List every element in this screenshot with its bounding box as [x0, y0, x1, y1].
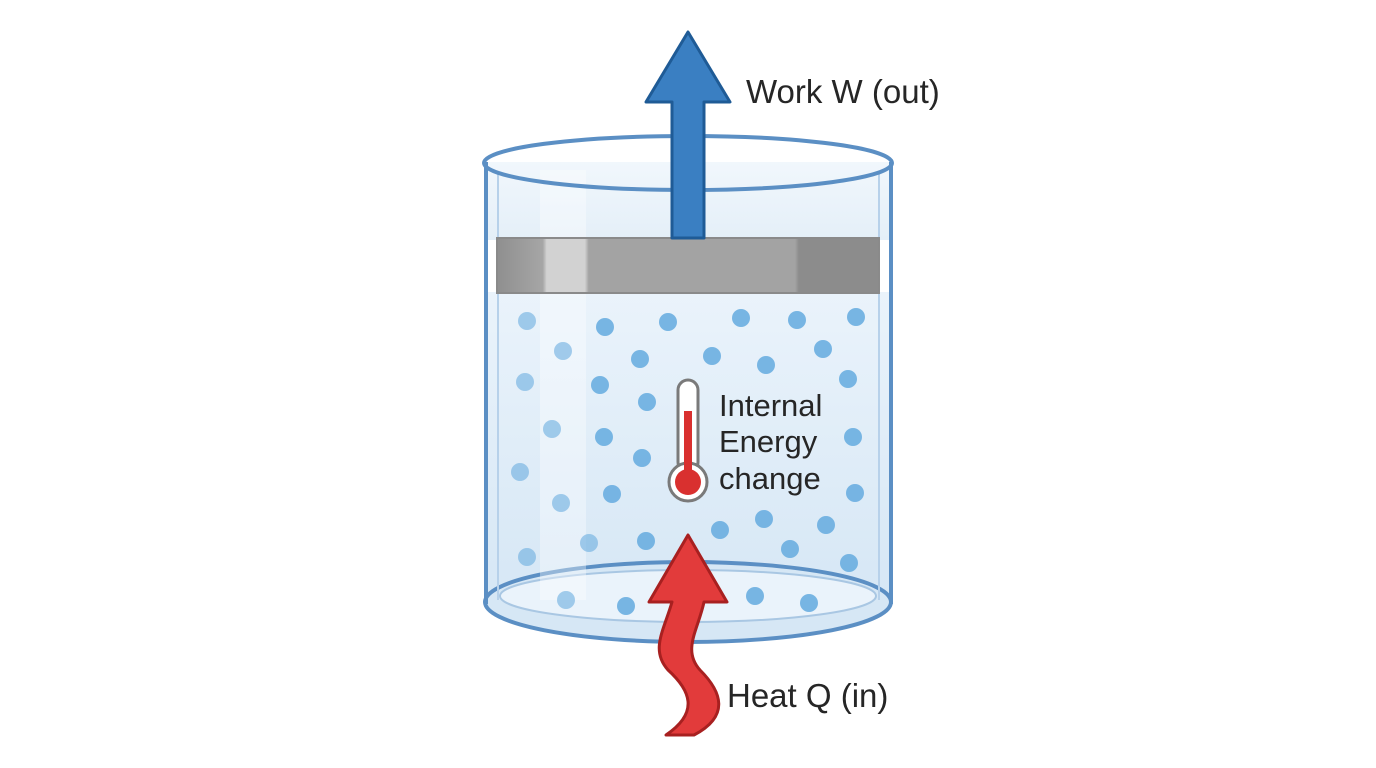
- gas-particle: [638, 393, 656, 411]
- gas-particle: [580, 534, 598, 552]
- gas-particle: [617, 597, 635, 615]
- heat-arrow-shape: [647, 533, 729, 737]
- energy-label-line-1: Internal: [719, 388, 822, 423]
- gas-particle: [516, 373, 534, 391]
- gas-particle: [511, 463, 529, 481]
- gas-particle: [846, 484, 864, 502]
- gas-particle: [839, 370, 857, 388]
- gas-particle: [557, 591, 575, 609]
- gas-particle: [703, 347, 721, 365]
- gas-particle: [732, 309, 750, 327]
- gas-particle: [554, 342, 572, 360]
- gas-particle: [518, 312, 536, 330]
- gas-particle: [603, 485, 621, 503]
- gas-particle: [814, 340, 832, 358]
- gas-particle: [800, 594, 818, 612]
- piston-body: [496, 237, 880, 294]
- heat-arrow: [647, 533, 729, 737]
- gas-particle: [746, 587, 764, 605]
- energy-label-line-3: change: [719, 461, 821, 496]
- energy-label-line-2: Energy: [719, 424, 818, 459]
- gas-particle: [840, 554, 858, 572]
- gas-particle: [817, 516, 835, 534]
- gas-particle: [757, 356, 775, 374]
- gas-particle: [596, 318, 614, 336]
- thermometer-icon: [667, 378, 709, 503]
- thermometer-bulb: [675, 469, 701, 495]
- gas-particle: [518, 548, 536, 566]
- heat-label: Heat Q (in): [727, 677, 888, 714]
- gas-particle: [637, 532, 655, 550]
- work-arrow-shape: [644, 30, 732, 240]
- gas-particle: [659, 313, 677, 331]
- gas-particle: [552, 494, 570, 512]
- gas-particle: [595, 428, 613, 446]
- gas-particle: [591, 376, 609, 394]
- work-arrow: [644, 30, 732, 240]
- gas-particles: [511, 308, 865, 615]
- gas-particle: [631, 350, 649, 368]
- work-label: Work W (out): [746, 73, 940, 110]
- gas-particle: [543, 420, 561, 438]
- gas-particle: [847, 308, 865, 326]
- gas-particle: [711, 521, 729, 539]
- gas-particle: [781, 540, 799, 558]
- gas-particle: [633, 449, 651, 467]
- piston: [496, 237, 880, 294]
- gas-particle: [788, 311, 806, 329]
- gas-particle: [844, 428, 862, 446]
- glass-highlight: [540, 170, 586, 600]
- gas-particle: [755, 510, 773, 528]
- thermometer-mercury: [684, 411, 692, 481]
